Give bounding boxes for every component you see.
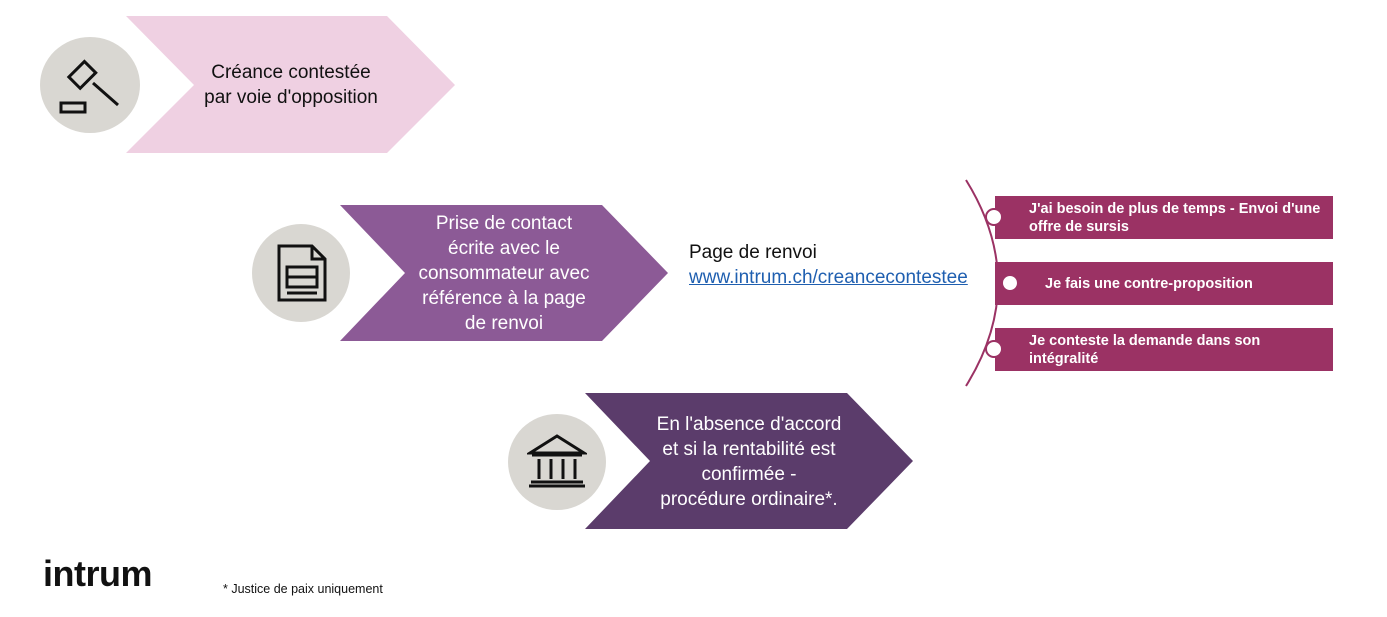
step3-chevron [585, 393, 913, 529]
option-bullet [985, 340, 1003, 358]
option-sursis[interactable]: J'ai besoin de plus de temps - Envoi d'u… [995, 196, 1333, 239]
option-bullet [1001, 274, 1019, 292]
step3-icon-circle [508, 414, 606, 510]
step2-chevron [340, 205, 668, 341]
footnote: * Justice de paix uniquement [223, 582, 383, 596]
intrum-logo: intrum [43, 553, 153, 594]
document-icon [277, 244, 327, 302]
option-contre-proposition[interactable]: Je fais une contre-proposition [995, 262, 1333, 305]
court-building-icon [527, 434, 587, 488]
step2-icon-circle [252, 224, 350, 322]
renvoi-link[interactable]: www.intrum.ch/creancecontestee [689, 267, 968, 288]
step1-icon-circle [40, 37, 140, 133]
option-bullet [985, 208, 1003, 226]
renvoi-label: Page de renvoi [689, 242, 817, 263]
step1-chevron [126, 16, 455, 153]
option-conteste[interactable]: Je conteste la demande dans son intégral… [995, 328, 1333, 371]
gavel-icon [59, 59, 119, 114]
